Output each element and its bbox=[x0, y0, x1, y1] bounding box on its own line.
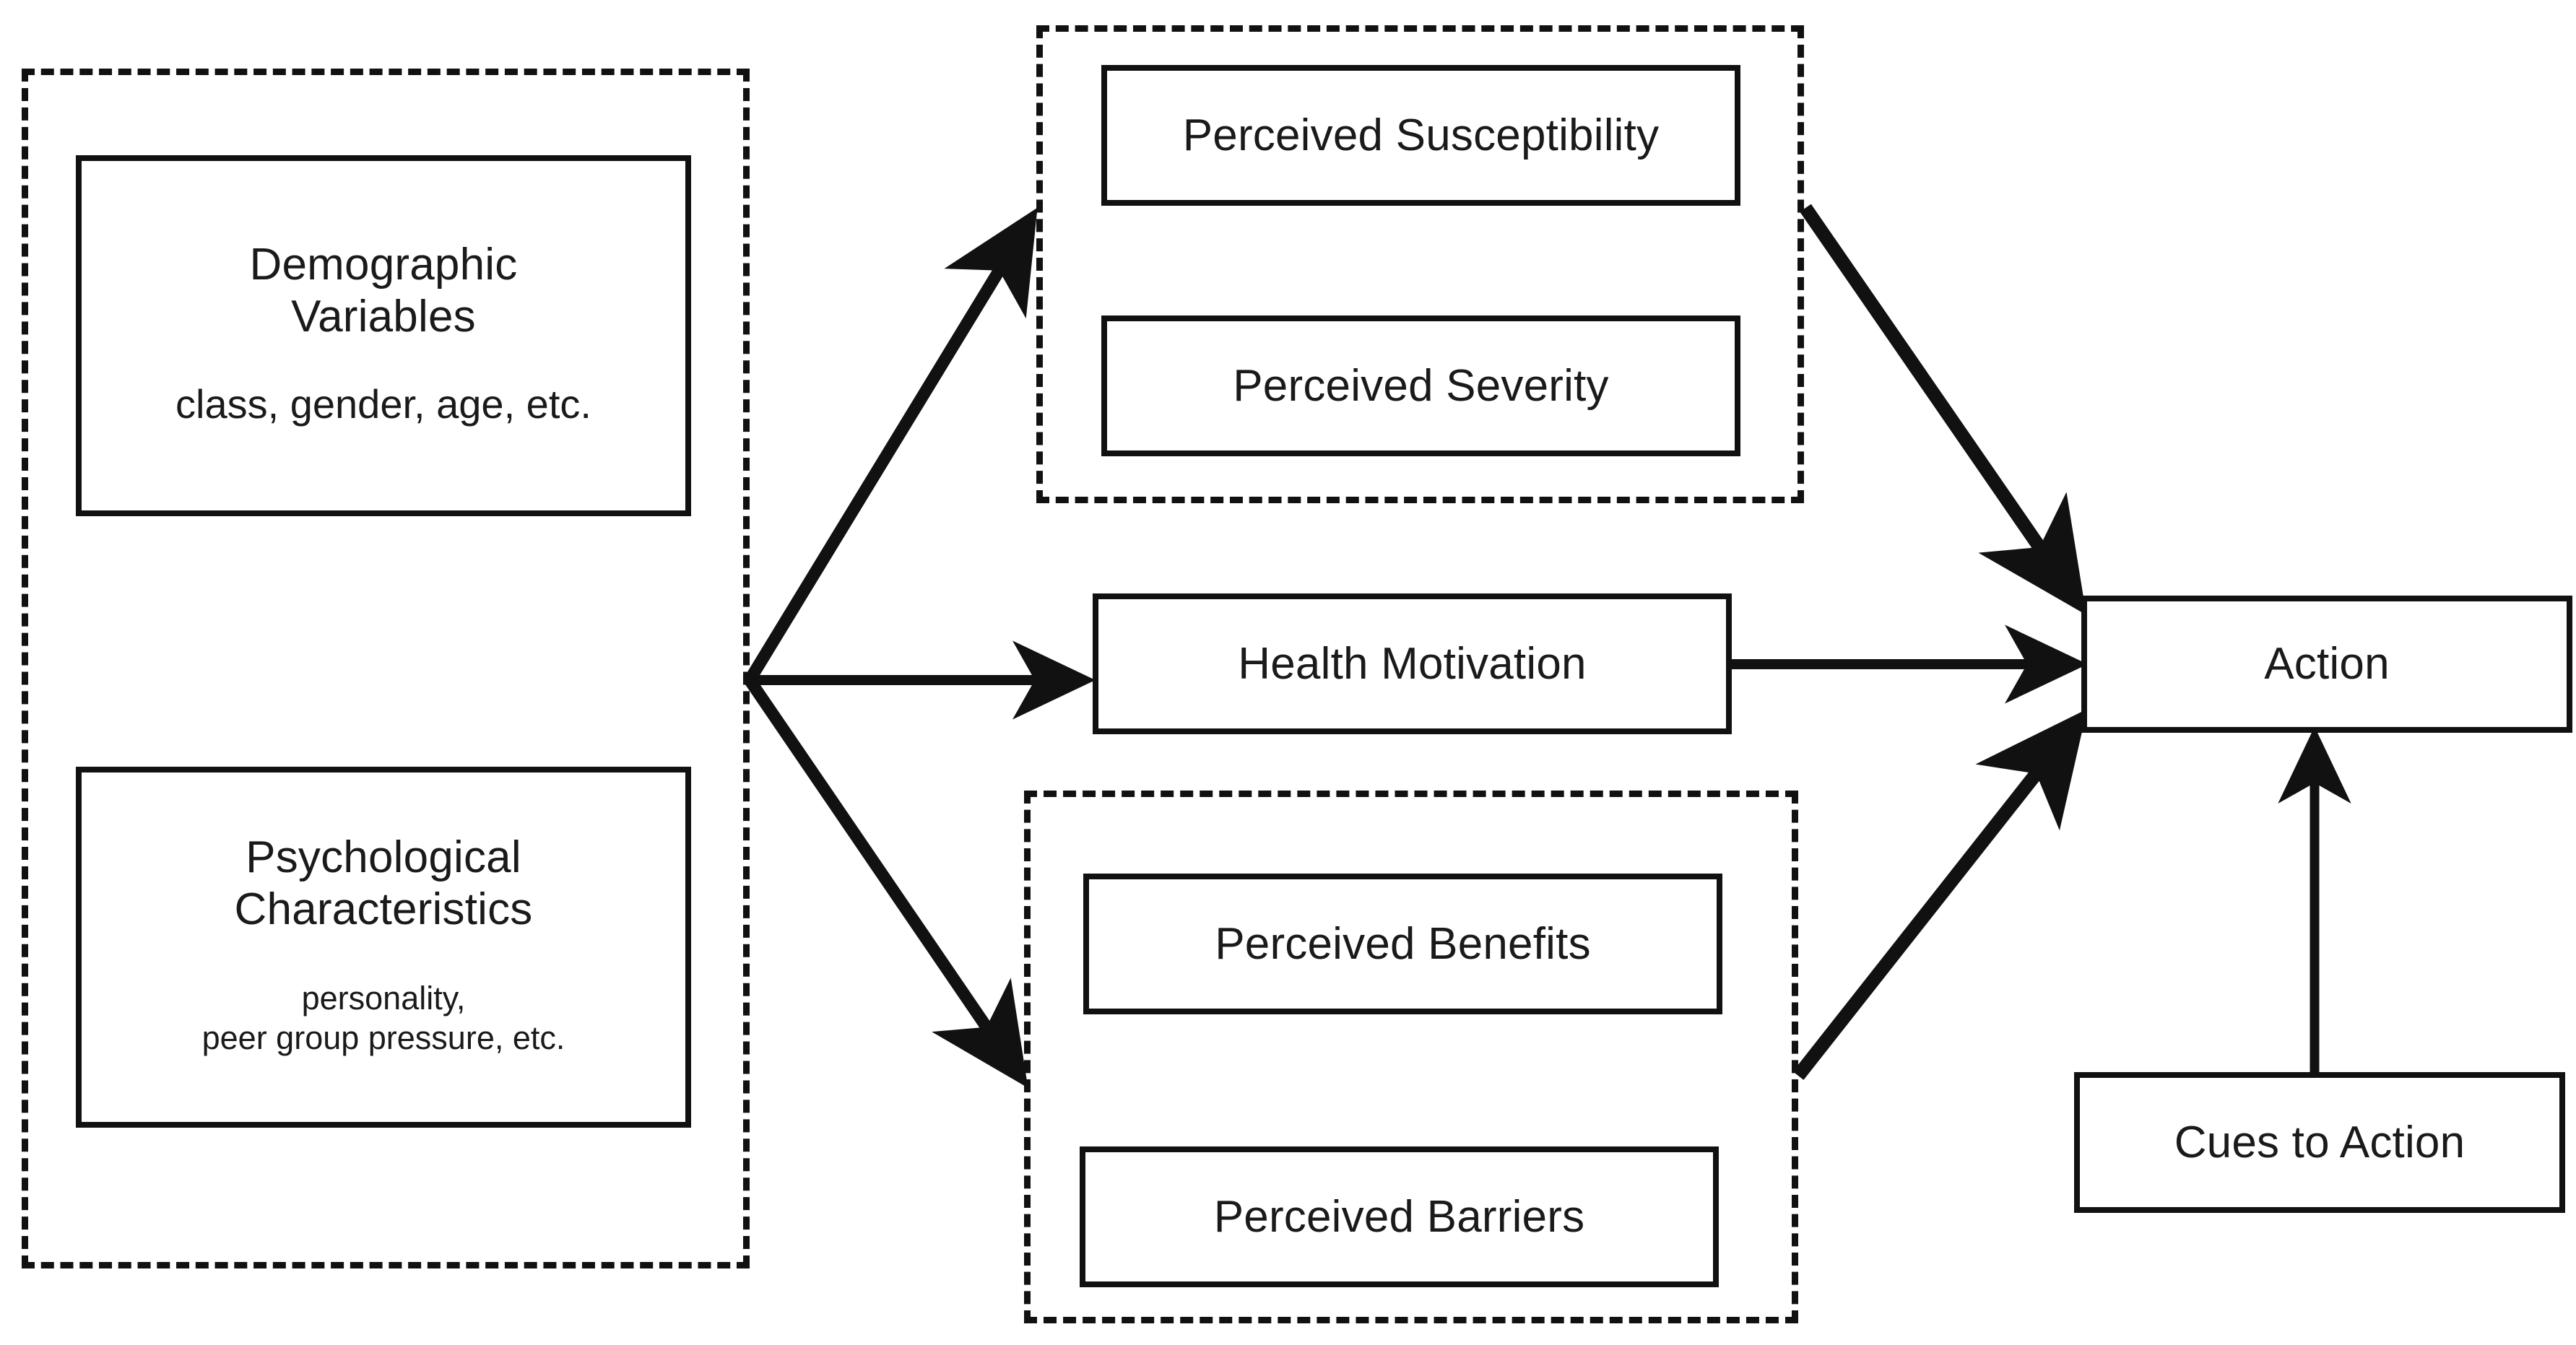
node-perceived-benefits[interactable]: Perceived Benefits bbox=[1083, 874, 1722, 1014]
group-benefits-barriers bbox=[1024, 791, 1798, 1323]
group-threat-perceptions bbox=[1036, 25, 1804, 503]
edge-to-benefits-barriers bbox=[744, 676, 1028, 1088]
node-title: Perceived Severity bbox=[1233, 360, 1609, 411]
node-action[interactable]: Action bbox=[2081, 596, 2572, 733]
node-title: Demographic Variables bbox=[249, 240, 518, 341]
node-perceived-severity[interactable]: Perceived Severity bbox=[1101, 315, 1740, 456]
node-perceived-susceptibility[interactable]: Perceived Susceptibility bbox=[1101, 65, 1740, 206]
edge-to-susceptibility bbox=[744, 207, 1038, 684]
node-title: Cues to Action bbox=[2174, 1117, 2466, 1167]
node-title: Psychological Characteristics bbox=[234, 832, 533, 935]
group-individual-perceptions-left bbox=[22, 69, 750, 1268]
node-title: Action bbox=[2264, 639, 2390, 689]
node-health-motivation[interactable]: Health Motivation bbox=[1093, 593, 1732, 734]
edge-threat-to-action bbox=[1800, 204, 2086, 615]
node-subtitle: class, gender, age, etc. bbox=[175, 380, 591, 427]
node-perceived-barriers[interactable]: Perceived Barriers bbox=[1080, 1146, 1719, 1287]
node-title: Perceived Susceptibility bbox=[1182, 110, 1660, 160]
node-title: Health Motivation bbox=[1238, 638, 1587, 689]
edge-benefits-to-action bbox=[1792, 709, 2088, 1080]
node-cues-to-action[interactable]: Cues to Action bbox=[2074, 1072, 2565, 1213]
node-title: Perceived Benefits bbox=[1215, 918, 1591, 969]
node-psychological-characteristics[interactable]: Psychological Characteristics personalit… bbox=[76, 767, 691, 1128]
node-title: Perceived Barriers bbox=[1213, 1191, 1585, 1242]
node-subtitle: personality, peer group pressure, etc. bbox=[201, 980, 565, 1056]
node-demographic-variables[interactable]: Demographic Variables class, gender, age… bbox=[76, 155, 691, 516]
